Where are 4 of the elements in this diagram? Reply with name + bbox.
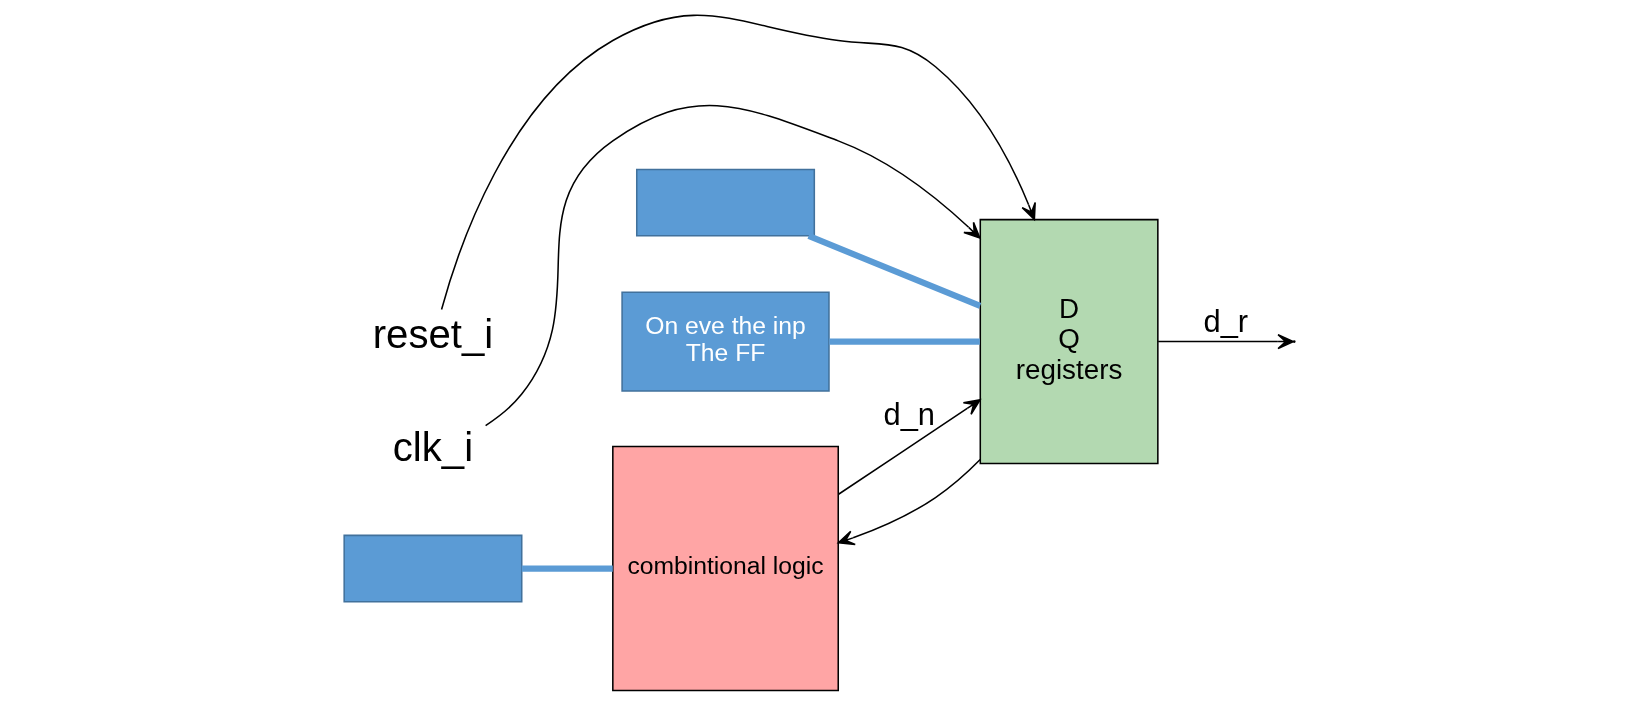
node-text: clk_i [392,424,474,470]
node-text: reset_i [372,312,494,358]
edge-label: d_r [1203,304,1249,340]
edge-label: d_n [883,396,936,432]
